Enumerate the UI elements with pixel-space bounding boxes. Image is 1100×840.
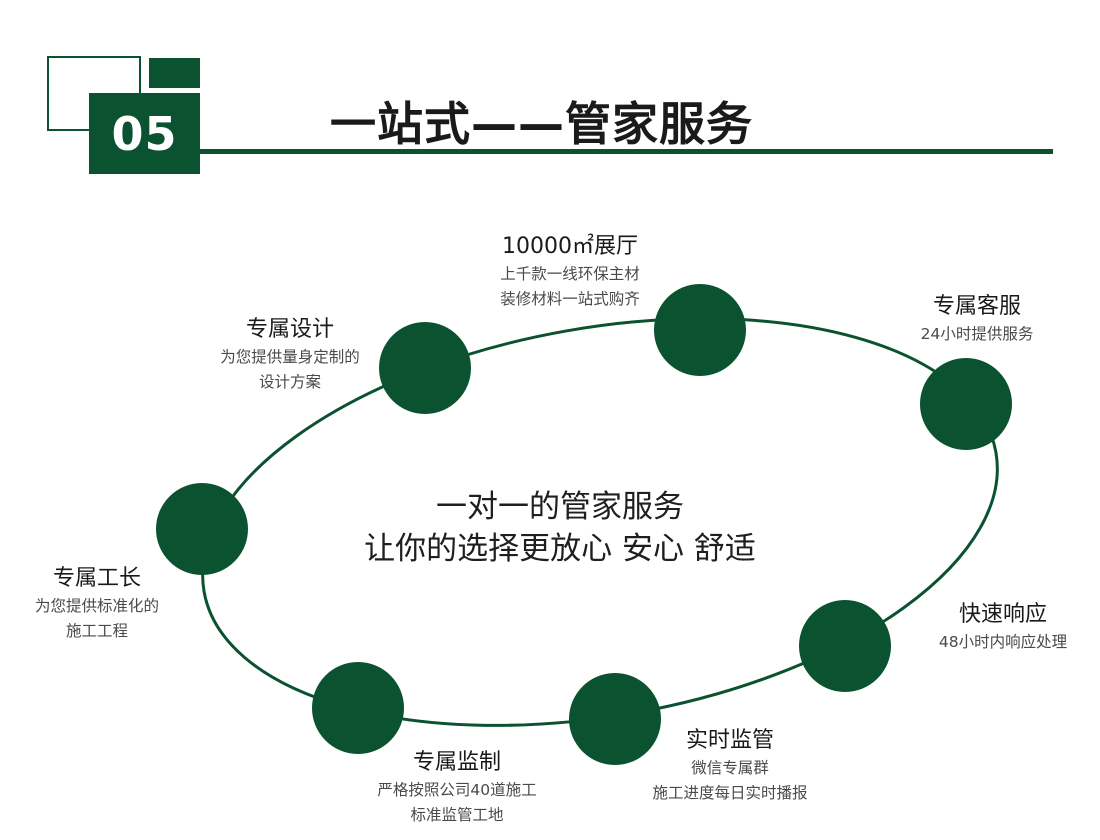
label-showroom: 10000㎡展厅 上千款一线环保主材 装修材料一站式购齐 <box>470 232 670 312</box>
label-supervision-title: 专属监制 <box>412 750 501 775</box>
label-quick-response-desc-1: 48小时内响应处理 <box>938 633 1068 651</box>
label-quick-response-title: 快速响应 <box>958 602 1047 627</box>
label-realtime-monitor-desc-1: 微信专属群 <box>691 759 769 777</box>
label-supervision-desc-2: 标准监管工地 <box>410 806 504 824</box>
label-foreman-title: 专属工长 <box>52 566 141 591</box>
label-showroom-desc-2: 装修材料一站式购齐 <box>500 290 640 308</box>
node-circle-foreman <box>156 483 248 575</box>
node-circle-customer-service <box>920 358 1012 450</box>
label-realtime-monitor-title: 实时监管 <box>685 728 774 753</box>
page-title: 一站式——管家服务 <box>330 97 753 151</box>
header-accent-block <box>149 58 200 88</box>
label-showroom-desc-1: 上千款一线环保主材 <box>500 265 640 283</box>
label-quick-response: 快速响应 48小时内响应处理 <box>918 600 1088 655</box>
center-line-1: 一对一的管家服务 <box>436 489 684 525</box>
label-designer-desc-1: 为您提供量身定制的 <box>220 348 360 366</box>
header-underline <box>200 149 1053 154</box>
label-designer-title: 专属设计 <box>245 317 334 342</box>
label-customer-service-title: 专属客服 <box>932 294 1021 319</box>
node-circle-supervision <box>312 662 404 754</box>
label-designer-desc-2: 设计方案 <box>258 373 321 391</box>
label-customer-service: 专属客服 24小时提供服务 <box>892 292 1062 347</box>
node-circle-realtime-monitor <box>569 673 661 765</box>
node-circle-designer <box>379 322 471 414</box>
center-line-2: 让你的选择更放心 安心 舒适 <box>364 531 756 567</box>
label-supervision: 专属监制 严格按照公司40道施工 标准监管工地 <box>352 748 562 828</box>
section-number: 05 <box>111 106 178 161</box>
label-foreman-desc-2: 施工工程 <box>65 622 128 640</box>
label-foreman: 专属工长 为您提供标准化的 施工工程 <box>12 564 182 644</box>
label-realtime-monitor: 实时监管 微信专属群 施工进度每日实时播报 <box>630 726 830 806</box>
label-customer-service-desc-1: 24小时提供服务 <box>920 325 1034 343</box>
label-supervision-desc-1: 严格按照公司40道施工 <box>377 781 537 799</box>
label-designer: 专属设计 为您提供量身定制的 设计方案 <box>200 315 380 395</box>
node-circle-quick-response <box>799 600 891 692</box>
label-realtime-monitor-desc-2: 施工进度每日实时播报 <box>652 784 808 802</box>
section-number-box: 05 <box>89 93 200 174</box>
center-message: 一对一的管家服务 让你的选择更放心 安心 舒适 <box>300 486 820 570</box>
label-showroom-title: 10000㎡展厅 <box>502 234 638 259</box>
label-foreman-desc-1: 为您提供标准化的 <box>34 597 159 615</box>
node-circle-showroom <box>654 284 746 376</box>
